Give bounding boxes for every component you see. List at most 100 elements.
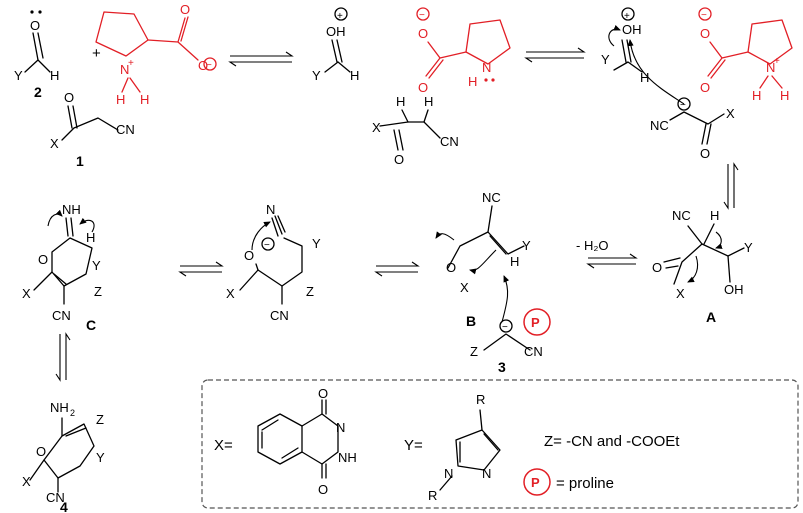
legend-z-definition: Z= -CN and -COOEt bbox=[544, 433, 680, 450]
atom-h: H bbox=[86, 230, 95, 245]
proline-zwitterion: N + H H O O − bbox=[95, 2, 217, 107]
atom-o: O bbox=[446, 260, 456, 275]
atom-o: O bbox=[64, 90, 74, 105]
atom-z: Z bbox=[94, 284, 102, 299]
aldehyde-2: O Y H 2 bbox=[14, 10, 59, 100]
subscript-2: 2 bbox=[70, 408, 75, 418]
atom-h: H bbox=[396, 94, 405, 109]
atom-y: Y bbox=[92, 258, 101, 273]
atom-x: X bbox=[460, 280, 469, 295]
atom-h: H bbox=[468, 74, 477, 89]
atom-o: O bbox=[318, 482, 328, 497]
atom-cn: CN bbox=[46, 490, 65, 505]
atom-z: Z bbox=[470, 344, 478, 359]
atom-y: Y bbox=[312, 236, 321, 251]
legend-x-label: X= bbox=[214, 437, 233, 454]
compound-1: O X CN 1 bbox=[50, 90, 135, 169]
charge-minus: − bbox=[502, 322, 508, 333]
proline-zwitterion-2: − O O N + H H bbox=[698, 7, 793, 103]
step-label-dehydration: - H₂O bbox=[576, 238, 609, 253]
atom-x: X bbox=[372, 120, 381, 135]
atom-o: O bbox=[700, 26, 710, 41]
carbanion: − NC X O bbox=[627, 39, 735, 161]
atom-h: H bbox=[424, 94, 433, 109]
atom-o: O bbox=[30, 18, 40, 33]
intermediate-label-a: A bbox=[706, 309, 716, 325]
legend-box bbox=[201, 379, 799, 509]
atom-n: N bbox=[482, 60, 491, 75]
compound-label-4: 4 bbox=[60, 499, 68, 513]
atom-nh: NH bbox=[62, 202, 81, 217]
legend-y-label: Y= bbox=[404, 437, 423, 454]
atom-cn: CN bbox=[52, 308, 71, 323]
charge-minus: − bbox=[701, 10, 707, 21]
equilibrium-arrow-1 bbox=[228, 51, 294, 67]
atom-h: H bbox=[116, 92, 125, 107]
atom-y: Y bbox=[96, 450, 105, 465]
atom-h: H bbox=[752, 88, 761, 103]
intermediate-c: NH O H Y X Z CN C bbox=[22, 202, 102, 333]
atom-nh2: NH bbox=[50, 400, 69, 415]
nucleophile-3: − Z CN 3 bbox=[470, 275, 543, 375]
atom-x: X bbox=[226, 286, 235, 301]
atom-o: O bbox=[700, 80, 710, 95]
legend-p-badge bbox=[523, 468, 551, 496]
compound-label-3: 3 bbox=[498, 359, 506, 375]
atom-nc: NC bbox=[672, 208, 691, 223]
atom-h: H bbox=[780, 88, 789, 103]
legend-p-definition: = proline bbox=[556, 475, 614, 492]
badge-p: P bbox=[531, 315, 540, 330]
equilibrium-arrow-4 bbox=[374, 261, 420, 277]
pyrazole-structure: R N N R bbox=[428, 392, 501, 503]
atom-o: O bbox=[652, 260, 662, 275]
atom-o: O bbox=[318, 386, 328, 401]
atom-oh: OH bbox=[622, 22, 642, 37]
activated-aldehyde: + OH Y H bbox=[601, 7, 649, 85]
atom-o: O bbox=[700, 146, 710, 161]
intermediate-label-c: C bbox=[86, 317, 96, 333]
atom-r: R bbox=[476, 392, 485, 407]
charge-minus: − bbox=[680, 100, 686, 111]
atom-o: O bbox=[418, 80, 428, 95]
atom-nc: NC bbox=[482, 190, 501, 205]
atom-y: Y bbox=[14, 68, 23, 83]
atom-x: X bbox=[50, 136, 59, 151]
atom-y: Y bbox=[312, 68, 321, 83]
atom-n: N bbox=[766, 60, 775, 75]
equilibrium-arrow-2 bbox=[524, 47, 586, 63]
cyclizing-intermediate: N − O Y X Z CN bbox=[226, 202, 321, 323]
charge-plus: + bbox=[128, 58, 134, 69]
atom-h: H bbox=[140, 92, 149, 107]
atom-x: X bbox=[676, 286, 685, 301]
atom-y: Y bbox=[601, 52, 610, 67]
atom-cn: CN bbox=[116, 122, 135, 137]
atom-z: Z bbox=[96, 412, 104, 427]
equilibrium-arrow-vertical-right bbox=[723, 162, 739, 210]
atom-cn: CN bbox=[270, 308, 289, 323]
proline-amine: − O O N H bbox=[416, 7, 511, 95]
atom-h: H bbox=[50, 68, 59, 83]
plus-sign: + bbox=[92, 45, 101, 62]
atom-z: Z bbox=[306, 284, 314, 299]
atom-nc: NC bbox=[650, 118, 669, 133]
dehydration-arrow: - H₂O bbox=[576, 238, 638, 269]
atom-h: H bbox=[710, 208, 719, 223]
charge-plus: + bbox=[774, 56, 780, 67]
atom-o: O bbox=[180, 2, 190, 17]
atom-h: H bbox=[350, 68, 359, 83]
atom-n: N bbox=[120, 62, 129, 77]
atom-r: R bbox=[428, 488, 437, 503]
atom-nh: NH bbox=[338, 450, 357, 465]
intermediate-a: NC H O X Y OH A bbox=[652, 208, 753, 325]
atom-o: O bbox=[36, 444, 46, 459]
charge-minus: − bbox=[264, 240, 270, 251]
atom-o: O bbox=[244, 248, 254, 263]
atom-y: Y bbox=[744, 240, 753, 255]
equilibrium-arrow-3 bbox=[178, 261, 224, 277]
legend-badge-p: P bbox=[531, 475, 540, 490]
atom-cn: CN bbox=[524, 344, 543, 359]
atom-n: N bbox=[444, 466, 453, 481]
charge-minus: − bbox=[419, 10, 425, 21]
equilibrium-arrow-vertical-left bbox=[55, 332, 71, 382]
atom-x: X bbox=[22, 286, 31, 301]
